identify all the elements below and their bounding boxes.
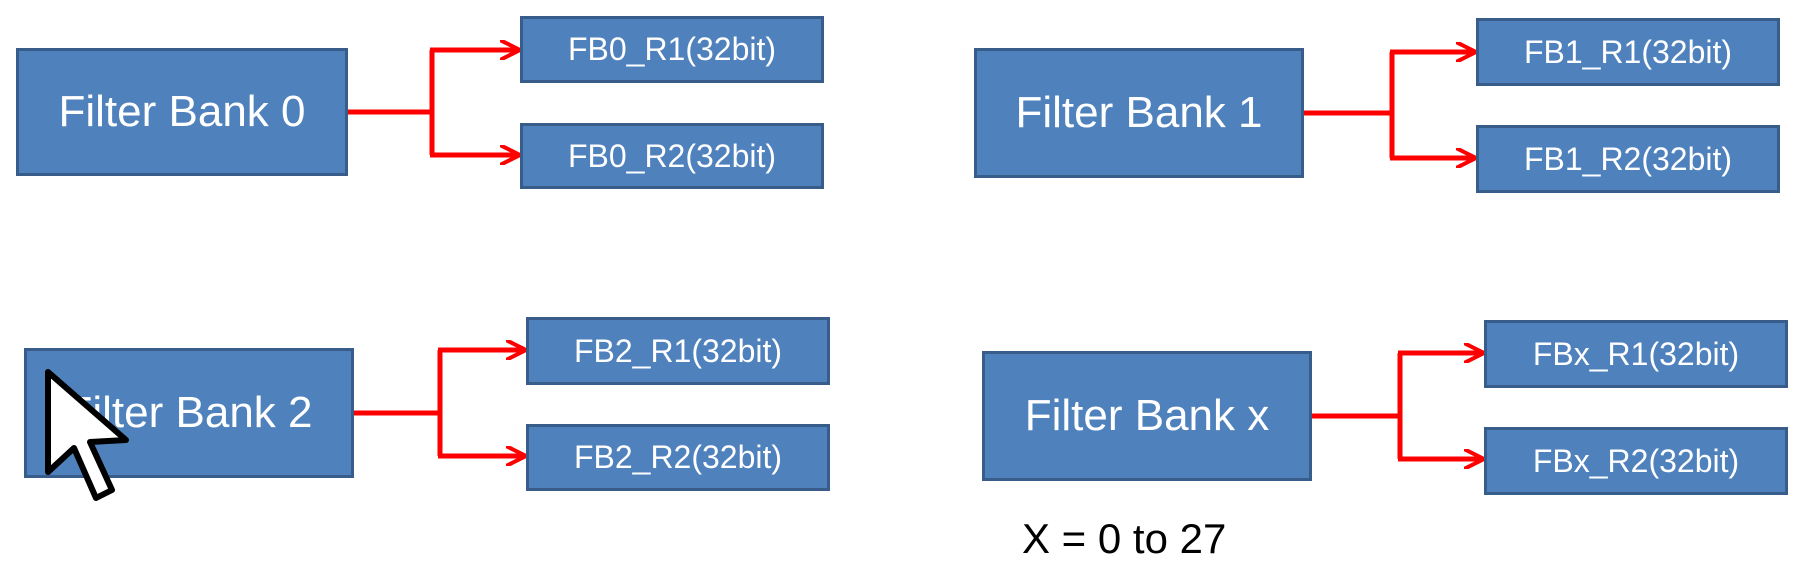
fb0-r1-box: FB0_R1(32bit)	[520, 16, 824, 83]
filter-bank-x-box: Filter Bank x	[982, 351, 1312, 481]
connector-bank-0	[348, 50, 518, 155]
fbx-r2-box: FBx_R2(32bit)	[1484, 427, 1788, 495]
fb2-r2-box: FB2_R2(32bit)	[526, 424, 830, 491]
fb2-r1-box: FB2_R1(32bit)	[526, 317, 830, 385]
connector-bank-2	[354, 350, 524, 456]
fb0-r2-box: FB0_R2(32bit)	[520, 123, 824, 189]
filter-bank-1-box: Filter Bank 1	[974, 48, 1304, 178]
fb1-r1-box: FB1_R1(32bit)	[1476, 18, 1780, 86]
range-note: X = 0 to 27	[1022, 515, 1227, 562]
fb1-r2-box: FB1_R2(32bit)	[1476, 125, 1780, 193]
mouse-pointer-icon	[45, 369, 129, 501]
fbx-r1-box: FBx_R1(32bit)	[1484, 320, 1788, 388]
filter-bank-0-box: Filter Bank 0	[16, 48, 348, 176]
connector-bank-1	[1304, 52, 1474, 158]
connector-bank-x	[1312, 353, 1482, 459]
